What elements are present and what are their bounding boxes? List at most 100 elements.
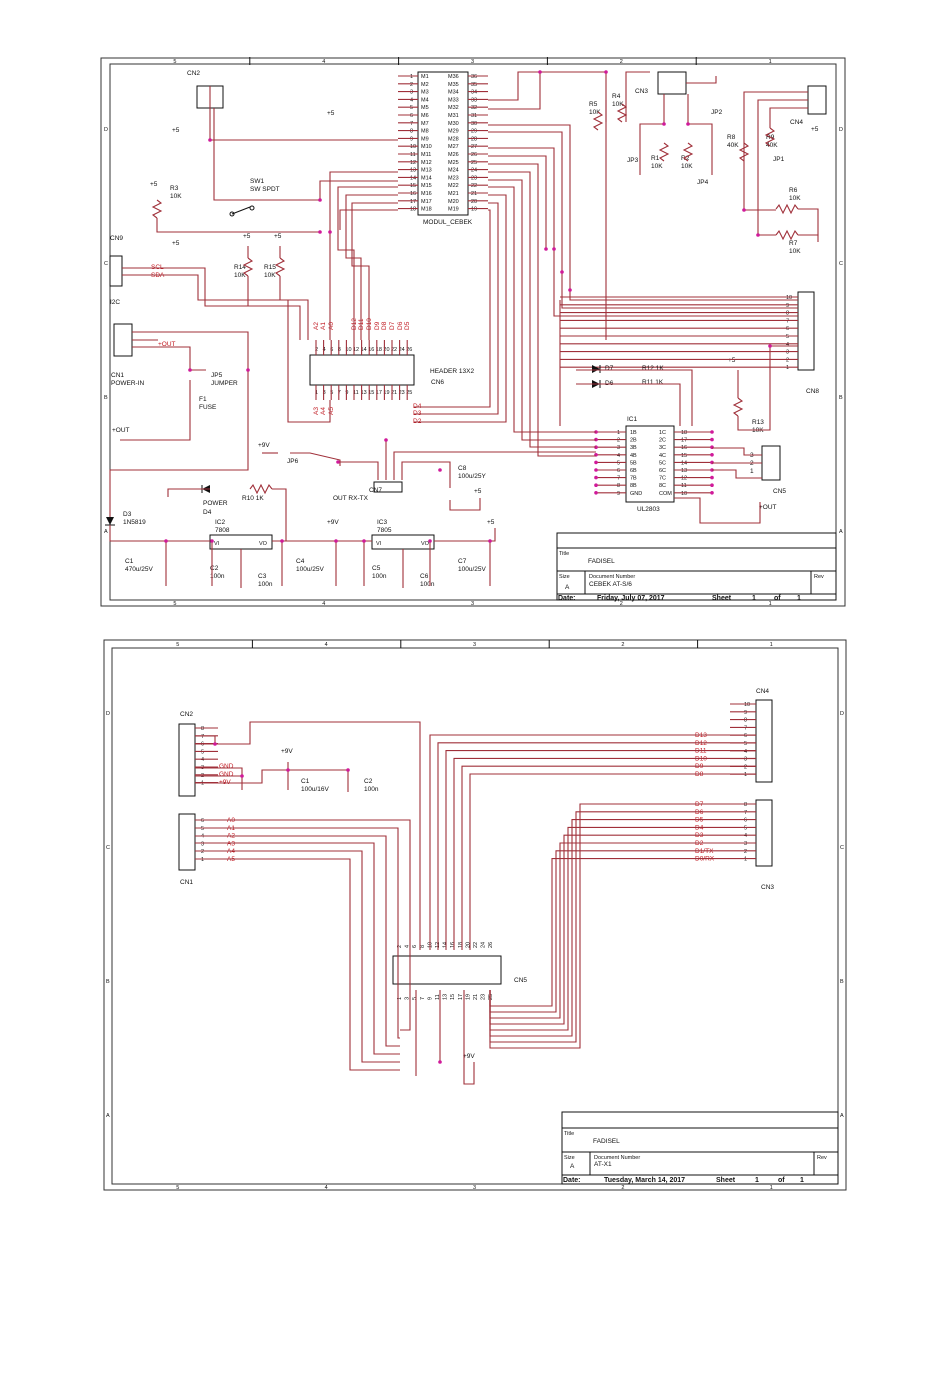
sheet-of-2: of xyxy=(778,1177,785,1184)
col-marker-bottom: 2 xyxy=(621,1185,624,1191)
cn8-pin-number: 9 xyxy=(786,303,789,309)
ic1-pin-right: 7C xyxy=(659,476,666,482)
module-pin-num-right: 35 xyxy=(471,82,477,88)
c8-value: 100u/25Y xyxy=(458,473,486,480)
s2-cn2-pin: 5 xyxy=(201,749,204,755)
cn8-label: CN8 xyxy=(806,388,819,395)
cn3-connector-s2 xyxy=(755,799,773,867)
col-marker-top: 5 xyxy=(176,642,179,648)
jp3-label: JP3 xyxy=(627,157,639,164)
date-label-1: Date: xyxy=(558,595,576,602)
ic1-pin-num-right: 11 xyxy=(681,483,687,489)
row-marker-left: A xyxy=(104,529,108,535)
ic1-pin-left: 1B xyxy=(630,430,637,436)
cn4-connector xyxy=(807,85,827,115)
ic2-vo: VO xyxy=(259,541,268,547)
ic1-pin-num-right: 18 xyxy=(681,430,687,436)
header-pin-bottom: 23 xyxy=(399,390,405,396)
cn8-pin-number: 3 xyxy=(786,350,789,356)
module-pin-num-left: 8 xyxy=(410,129,413,135)
s2-cn4-pin: 3 xyxy=(744,757,747,763)
r13-label: R13 xyxy=(752,419,764,426)
rev-label-2: Rev xyxy=(817,1155,827,1161)
module-pin-right: M20 xyxy=(448,199,459,205)
header-pin-bottom: 25 xyxy=(406,390,412,396)
module-pin-num-right: 21 xyxy=(471,191,477,197)
module-pin-num-left: 14 xyxy=(410,175,416,181)
c3-label: C3 xyxy=(258,573,267,580)
row-marker-right: A xyxy=(839,529,843,535)
s2-cn5-pin-bottom: 19 xyxy=(465,994,471,1000)
plus5-j: +5 xyxy=(487,519,495,526)
s2-cn2-pin: 7 xyxy=(201,734,204,740)
s2-cn5-pin-bottom: 3 xyxy=(405,997,411,1000)
cn8-pin-number: 1 xyxy=(786,365,789,371)
module-pin-right: M24 xyxy=(448,168,459,174)
cn8-pin-number: 6 xyxy=(786,326,789,332)
module-pin-right: M21 xyxy=(448,191,459,197)
module-pin-right: M26 xyxy=(448,152,459,158)
date-value-2: Tuesday, March 14, 2017 xyxy=(604,1177,685,1184)
row-marker-right: B xyxy=(839,395,843,401)
ic1-pin-num-left: 7 xyxy=(617,476,620,482)
module-pin-left: M2 xyxy=(421,82,429,88)
ic1-pin-num-left: 6 xyxy=(617,468,620,474)
s2-c2-label: C2 xyxy=(364,778,373,785)
s2-cn4-pin: 7 xyxy=(744,725,747,731)
c6-value: 100n xyxy=(420,581,435,588)
s2-cn3-pin: 3 xyxy=(744,841,747,847)
ic1-pin-right: 8C xyxy=(659,483,666,489)
module-cebek xyxy=(417,71,469,216)
plus5-d: +5 xyxy=(172,240,180,247)
row-marker-right: D xyxy=(839,127,843,133)
s2-cn5-pin-top: 20 xyxy=(465,942,471,948)
s2-cn2-pin: 6 xyxy=(201,742,204,748)
s2-cn5-pin-bottom: 17 xyxy=(458,994,464,1000)
module-pin-num-right: 22 xyxy=(471,183,477,189)
s2-cn1-pin: 3 xyxy=(201,841,204,847)
ic1-pin-num-right: 10 xyxy=(681,491,687,497)
header-pin-bottom: 15 xyxy=(368,390,374,396)
module-pin-num-right: 29 xyxy=(471,129,477,135)
jp4-label: JP4 xyxy=(697,179,709,186)
module-pin-num-right: 32 xyxy=(471,105,477,111)
cn2-connector-s2 xyxy=(178,723,196,797)
module-pin-num-right: 23 xyxy=(471,175,477,181)
header-net-top: D5 xyxy=(404,321,411,330)
ic1-pin-num-left: 3 xyxy=(617,445,620,451)
module-pin-num-right: 26 xyxy=(471,152,477,158)
ic2-value: 7808 xyxy=(215,527,230,534)
plus5-h: +5 xyxy=(728,357,736,364)
s2-cn1-net: A3 xyxy=(227,840,235,847)
docnum-value-1: CEBEK AT-S/6 xyxy=(589,581,632,588)
r3-label: R3 xyxy=(170,185,179,192)
module-pin-right: M35 xyxy=(448,82,459,88)
c7-value: 100u/25V xyxy=(458,566,486,573)
s2-cn2-pin: 1 xyxy=(201,781,204,787)
s2-cn2-label: CN2 xyxy=(180,711,193,718)
ic1-pin-left: 8B xyxy=(630,483,637,489)
module-pin-num-right: 30 xyxy=(471,121,477,127)
module-pin-num-right: 31 xyxy=(471,113,477,119)
ic1-pin-num-left: 8 xyxy=(617,483,620,489)
s2-cn1-net: A4 xyxy=(227,848,235,855)
r6-value: 10K xyxy=(789,195,801,202)
s2-cn5-label: CN5 xyxy=(514,977,527,984)
c5-value: 100n xyxy=(372,573,387,580)
r3-value: 10K xyxy=(170,193,182,200)
sheet-num-1: 1 xyxy=(752,595,756,602)
cn7-value: OUT RX-TX xyxy=(333,495,369,502)
s2-cn4-pin: 9 xyxy=(744,710,747,716)
s2-cn5-pin-top: 4 xyxy=(405,945,411,948)
d3-value: 1N5819 xyxy=(123,519,146,526)
s2-cn3-pin: 7 xyxy=(744,810,747,816)
module-pin-right: M30 xyxy=(448,121,459,127)
module-pin-num-left: 7 xyxy=(410,121,413,127)
module-pin-left: M10 xyxy=(421,144,432,150)
col-marker-top: 5 xyxy=(173,59,176,65)
module-pin-num-right: 34 xyxy=(471,90,477,96)
ic3-value: 7805 xyxy=(377,527,392,534)
header-pin-top: 26 xyxy=(406,347,412,353)
module-pin-left: M12 xyxy=(421,160,432,166)
r8-label: R8 xyxy=(727,134,736,141)
